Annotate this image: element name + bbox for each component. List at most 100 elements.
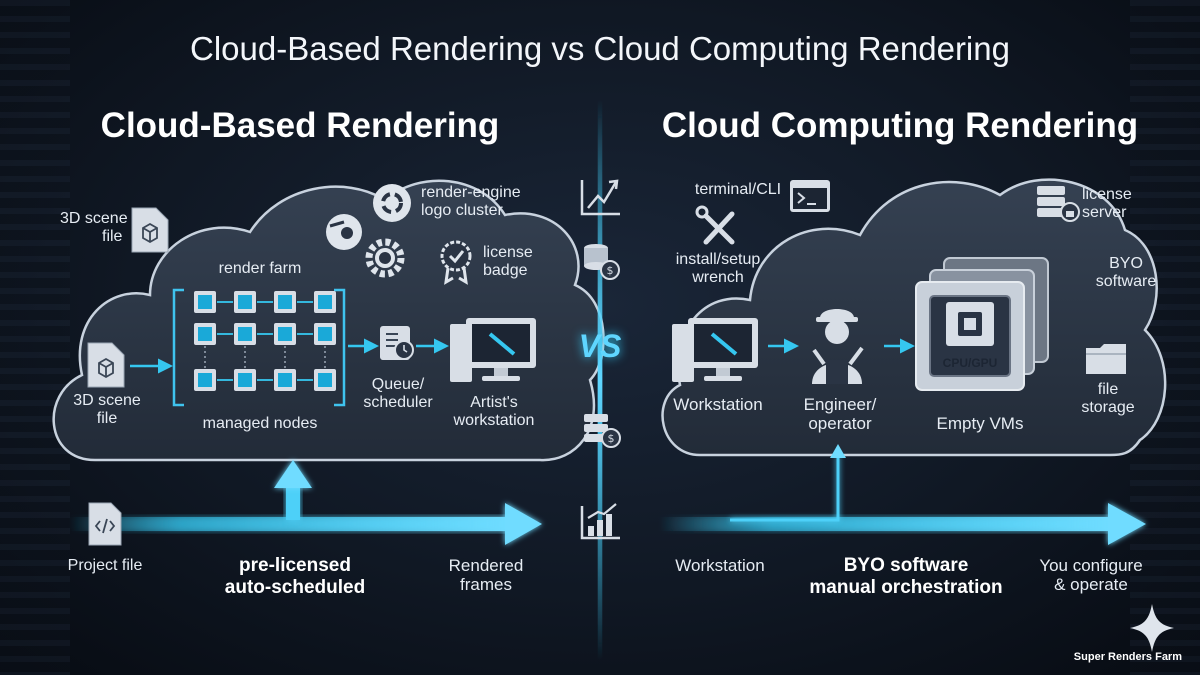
- byo-software-label-line2: software: [1095, 273, 1157, 290]
- install-wrench-label-line1: install/setup: [675, 251, 761, 268]
- license-server-icon: [1037, 186, 1080, 222]
- left-pipeline-label: pre-licensed auto-scheduled: [205, 555, 385, 599]
- empty-vms-label: Empty VMs: [936, 414, 1024, 433]
- workstation-label: Workstation: [673, 395, 763, 414]
- svg-text:$: $: [607, 264, 614, 277]
- left-pipeline-label-line1: pre-licensed: [239, 555, 351, 576]
- right-heading: Cloud Computing Rendering: [661, 106, 1139, 145]
- install-wrench-label: install/setup wrench: [662, 251, 774, 287]
- scene-file-icon: [87, 342, 125, 388]
- license-server-label: license server: [1082, 186, 1132, 222]
- terminal-icon: [790, 180, 830, 212]
- brand-sparkle-icon: [1130, 604, 1174, 652]
- server-cost-icon: $: [584, 414, 621, 448]
- compute-node-chip: [274, 291, 296, 313]
- compute-node-chip: [194, 291, 216, 313]
- artist-workstation-label-line1: Artist's: [470, 394, 518, 411]
- right-pipeline-label-line1: BYO software: [843, 555, 969, 576]
- empty-vms-stack: [915, 257, 1049, 391]
- compute-node-chip: [314, 323, 336, 345]
- artist-workstation-icon: [450, 318, 536, 382]
- license-server-label-line2: server: [1082, 204, 1127, 221]
- compute-node-chip: [274, 323, 296, 345]
- svg-text:$: $: [608, 432, 615, 445]
- right-pipeline-label: BYO software manual orchestration: [790, 555, 1022, 599]
- queue-scheduler-label-line2: scheduler: [363, 394, 433, 411]
- project-file-icon: [88, 502, 122, 546]
- managed-nodes-label: managed nodes: [202, 415, 318, 432]
- right-pipeline-arrowhead: [1108, 503, 1146, 545]
- license-badge-label: license badge: [483, 244, 533, 280]
- compute-node-chip: [234, 369, 256, 391]
- install-wrench-icon: [695, 205, 735, 245]
- scene-file-label: 3D scene file: [62, 392, 152, 428]
- queue-scheduler-icon: [380, 326, 414, 360]
- compute-node-chip: [194, 323, 216, 345]
- compute-node-chip: [314, 291, 336, 313]
- scene-file-top-icon: [131, 207, 169, 253]
- license-badge-icon: [440, 240, 472, 285]
- right-pipeline-label-line2: manual orchestration: [809, 577, 1003, 598]
- file-storage-icon: [1086, 344, 1126, 374]
- install-wrench-label-line2: wrench: [692, 269, 744, 286]
- rendered-frames-label-line2: frames: [460, 575, 512, 594]
- render-farm-label: render farm: [218, 260, 302, 277]
- artist-workstation-label: Artist's workstation: [444, 394, 544, 430]
- compute-node-chip: [274, 369, 296, 391]
- bar-growth-icon: [580, 503, 620, 540]
- vs-label: VS: [578, 328, 622, 364]
- byo-software-label-line1: BYO: [1109, 255, 1143, 272]
- rendered-frames-label: Rendered frames: [436, 556, 536, 594]
- chart-trend-icon: [580, 179, 620, 216]
- managed-nodes-grid: [194, 291, 336, 391]
- right-up-connector: [730, 455, 840, 522]
- file-storage-label-line2: storage: [1081, 399, 1135, 416]
- file-storage-label-line1: file: [1097, 381, 1119, 398]
- brand-label: Super Renders Farm: [1073, 651, 1182, 663]
- byo-software-label: BYO software: [1088, 255, 1164, 291]
- engineer-operator-label: Engineer/ operator: [788, 395, 892, 433]
- scene-file-top-label-line1: 3D scene: [60, 210, 128, 227]
- bottom-workstation-label: Workstation: [675, 556, 765, 575]
- compute-node-chip: [314, 369, 336, 391]
- configure-operate-label-line1: You configure: [1039, 556, 1143, 575]
- left-up-beam: [286, 486, 300, 520]
- queue-scheduler-label: Queue/ scheduler: [350, 376, 446, 412]
- center-divider-glow: [598, 100, 602, 660]
- coin-stack-icon: $: [584, 244, 620, 280]
- file-storage-label: file storage: [1070, 381, 1146, 417]
- workstation-icon: [672, 318, 758, 382]
- rendered-frames-label-line1: Rendered: [448, 556, 524, 575]
- artist-workstation-label-line2: workstation: [453, 412, 535, 429]
- compute-node-chip: [234, 323, 256, 345]
- compute-node-chip: [234, 291, 256, 313]
- queue-scheduler-label-line1: Queue/: [371, 376, 425, 393]
- cpu-gpu-label: CPU/GPU: [942, 356, 998, 370]
- render-engine-label: render-engine logo cluster: [421, 184, 521, 220]
- right-up-arrowhead: [830, 444, 846, 458]
- server-rack-background-left: [0, 0, 70, 675]
- left-up-arrowhead: [274, 460, 312, 488]
- project-file-label: Project file: [67, 557, 143, 574]
- render-engine-logo-icon: [326, 184, 411, 278]
- scene-file-top-label-line2: file: [102, 228, 123, 245]
- engineer-operator-icon: [812, 309, 864, 384]
- scene-file-label-line2: file: [96, 410, 118, 427]
- diagram-title: Cloud-Based Rendering vs Cloud Computing…: [190, 30, 1010, 67]
- right-pipeline-beam: [660, 517, 1110, 531]
- left-pipeline-label-line2: auto-scheduled: [224, 577, 366, 598]
- left-pipeline-beam: [70, 517, 510, 531]
- left-heading: Cloud-Based Rendering: [100, 106, 500, 145]
- engineer-operator-label-line1: Engineer/: [803, 395, 877, 414]
- left-pipeline-arrowhead: [505, 503, 542, 545]
- render-farm-brackets: [172, 288, 346, 407]
- compute-node-chip: [194, 369, 216, 391]
- license-server-label-line1: license: [1082, 186, 1132, 203]
- license-badge-label-line1: license: [483, 244, 533, 261]
- configure-operate-label-line2: & operate: [1054, 575, 1128, 594]
- scene-file-top-label: 3D scene file: [60, 210, 128, 246]
- terminal-label: terminal/CLI: [694, 181, 782, 198]
- render-engine-label-line2: logo cluster: [421, 202, 503, 219]
